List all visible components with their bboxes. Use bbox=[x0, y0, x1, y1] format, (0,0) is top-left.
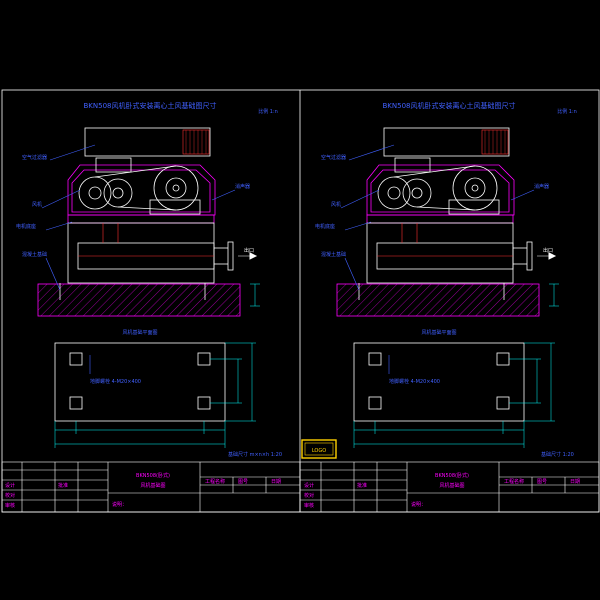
callout-air-filter: 空气过滤器 bbox=[321, 154, 346, 161]
foot-note: 基础尺寸 1:20 bbox=[541, 451, 574, 458]
tb-left-1: 校对 bbox=[5, 492, 15, 499]
scale-note: 比例 1:n bbox=[258, 108, 278, 115]
callout-leaders bbox=[340, 144, 535, 291]
tb-left-1: 校对 bbox=[304, 492, 314, 499]
tb-subtitle: 风机基础图 bbox=[140, 482, 165, 489]
tb-col-1: 图号 bbox=[238, 479, 248, 485]
title-block bbox=[299, 461, 600, 513]
callout-silencer: 消声器 bbox=[235, 183, 250, 190]
air-filter bbox=[383, 127, 510, 157]
tb-col-2: 日期 bbox=[570, 479, 580, 485]
logo-text: LOGO bbox=[312, 448, 326, 454]
foot-note: 基础尺寸 m×n×h 1:20 bbox=[228, 451, 282, 458]
callout-air-filter: 空气过滤器 bbox=[22, 154, 47, 161]
plan-dimensions bbox=[54, 342, 256, 448]
tb-col-1: 图号 bbox=[537, 479, 547, 485]
tb-left-2: 审核 bbox=[304, 502, 314, 509]
callout-motor-base: 电机底座 bbox=[315, 223, 335, 230]
tb-col-0: 工程名称 bbox=[504, 478, 524, 485]
motor-base bbox=[366, 214, 514, 224]
svg-text:出口: 出口 bbox=[543, 247, 553, 254]
logo-badge: LOGO bbox=[301, 439, 337, 459]
callout-blower: 风机 bbox=[331, 201, 341, 208]
blower-unit bbox=[377, 157, 500, 215]
scale-note: 比例 1:n bbox=[557, 108, 577, 115]
air-filter bbox=[84, 127, 211, 157]
outlet-arrow: 出口 bbox=[238, 247, 258, 260]
bolt-note: 地脚螺栓 4-M20×400 bbox=[90, 378, 141, 385]
concrete-foundation bbox=[336, 283, 559, 317]
sheet-right: BKN508风机卧式安装离心土风基础图尺寸 比例 1:n bbox=[299, 101, 600, 513]
outlet-arrow: 出口 bbox=[537, 247, 557, 260]
tb-title: BKN508(卧式) bbox=[136, 472, 170, 479]
motor-base bbox=[67, 214, 215, 224]
tb-left-0: 设计 bbox=[304, 482, 314, 489]
tb-title: BKN508(卧式) bbox=[435, 472, 469, 479]
plan-view bbox=[54, 342, 226, 422]
tb-left-3: 批准 bbox=[357, 482, 367, 489]
tb-left-3: 批准 bbox=[58, 482, 68, 489]
callout-motor-base: 电机底座 bbox=[16, 223, 36, 230]
plan-title: 风机基础平面图 bbox=[421, 329, 456, 336]
plan-dimensions bbox=[353, 342, 555, 448]
sheet-title: BKN508风机卧式安装离心土风基础图尺寸 bbox=[383, 101, 516, 110]
tb-remark: 说明： bbox=[411, 501, 426, 508]
callout-foundation: 混凝土基础 bbox=[22, 251, 47, 258]
callout-silencer: 消声器 bbox=[534, 183, 549, 190]
tb-remark: 说明： bbox=[112, 501, 127, 508]
sheet-title: BKN508风机卧式安装离心土风基础图尺寸 bbox=[84, 101, 217, 110]
tb-left-2: 审核 bbox=[5, 502, 15, 509]
tb-col-0: 工程名称 bbox=[205, 478, 225, 485]
housing-outline bbox=[67, 164, 216, 216]
concrete-foundation bbox=[37, 283, 260, 317]
bolt-note: 地脚螺栓 4-M20×400 bbox=[389, 378, 440, 385]
housing-outline bbox=[366, 164, 515, 216]
tb-left-0: 设计 bbox=[5, 482, 15, 489]
callout-leaders bbox=[41, 144, 236, 291]
tb-subtitle: 风机基础图 bbox=[439, 482, 464, 489]
blower-unit bbox=[78, 157, 201, 215]
sheet-left: BKN508风机卧式安装离心土风基础图尺寸 比例 1:n bbox=[1, 101, 301, 513]
svg-text:出口: 出口 bbox=[244, 247, 254, 254]
silencer bbox=[366, 222, 533, 284]
silencer bbox=[67, 222, 234, 284]
callout-foundation: 混凝土基础 bbox=[321, 251, 346, 258]
title-block bbox=[1, 461, 301, 513]
plan-view bbox=[353, 342, 525, 422]
plan-title: 风机基础平面图 bbox=[122, 329, 157, 336]
callout-blower: 风机 bbox=[32, 201, 42, 208]
tb-col-2: 日期 bbox=[271, 479, 281, 485]
